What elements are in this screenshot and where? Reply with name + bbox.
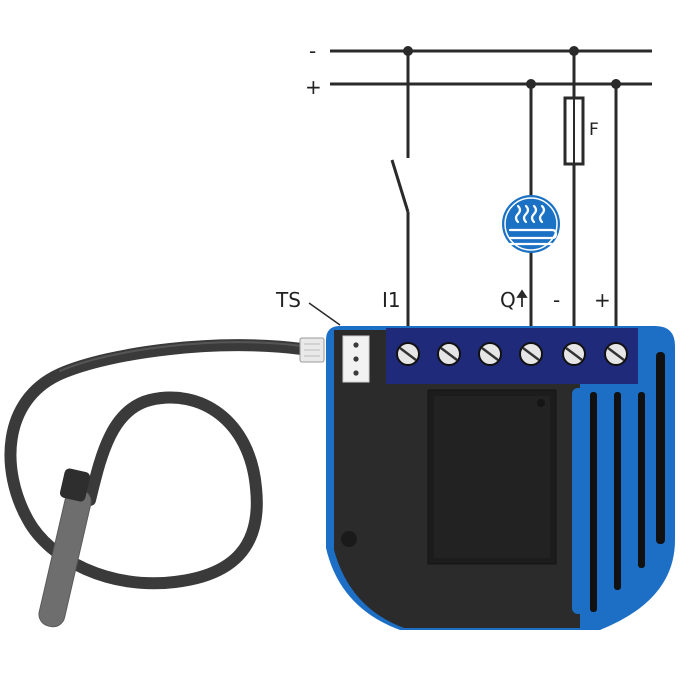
bus-plus-label: + (305, 75, 322, 99)
sensor-cable (4, 339, 308, 590)
sensor-cable-highlight (59, 341, 303, 372)
module-led (537, 399, 545, 407)
sensor-probe-sleeve (59, 468, 91, 502)
terminal-screw-icon (604, 342, 628, 366)
output-arrow-icon (516, 289, 528, 307)
terminal-q-label: Q (500, 288, 516, 312)
power-bus (330, 49, 652, 86)
module-vent-grooves (590, 352, 665, 612)
ts-leader-line (308, 302, 341, 326)
ts-connector-pins (353, 342, 359, 376)
relay-module (326, 326, 675, 630)
module-chip (434, 396, 550, 558)
terminal-block (386, 328, 638, 384)
terminal-screw-icon (478, 342, 502, 366)
terminal-plus-label: + (594, 288, 611, 312)
fuse-label: F (589, 120, 599, 140)
terminal-i1-label: I1 (382, 288, 401, 312)
terminal-screw-icon (437, 342, 461, 366)
module-mount-hole (341, 531, 357, 547)
wires (390, 51, 618, 326)
terminal-screw-icon (396, 342, 420, 366)
terminal-minus-label: - (553, 288, 560, 312)
heating-load-icon (502, 195, 560, 253)
bus-minus-label: - (309, 39, 316, 63)
module-vents (572, 388, 638, 614)
switch-icon (390, 159, 410, 213)
terminal-screws (396, 342, 628, 366)
terminal-ts-label: TS (275, 288, 301, 312)
temperature-sensor-icon (4, 337, 325, 628)
terminal-screw-icon (562, 342, 586, 366)
terminal-screw-icon (519, 342, 543, 366)
sensor-probe (38, 488, 92, 628)
